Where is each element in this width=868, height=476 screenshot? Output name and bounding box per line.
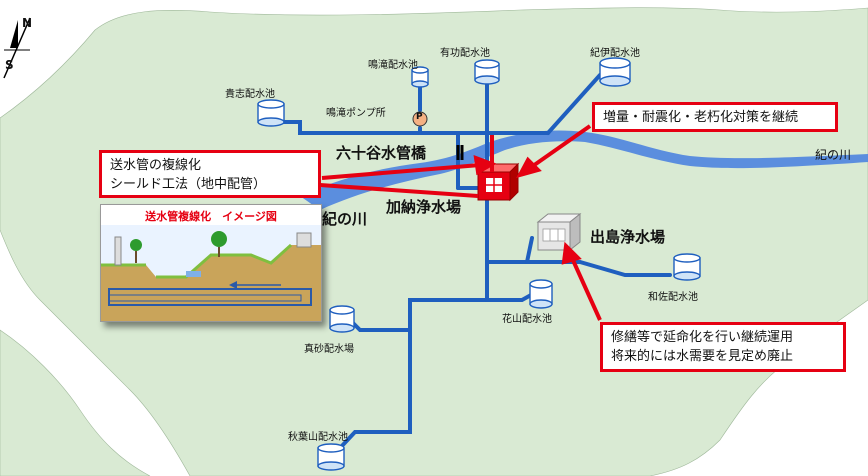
label-river-west: 紀の川 [322,210,368,228]
callout-shield-line1: 送水管の複線化 [110,158,202,173]
label-bridge: 六十谷水管橋 [336,144,427,162]
north-arrow-icon [3,17,31,79]
callout-kano: 増量・耐震化・老朽化対策を継続 [592,102,838,132]
pump-station-icon [412,111,428,127]
north-label: N [22,16,33,30]
inset-title: 送水管複線化 イメージ図 [145,210,277,223]
label-kano-plant: 加納浄水場 [386,198,462,216]
tank-hanayama [529,279,553,309]
tank-akibayama [317,443,345,471]
tank-narutaki [411,66,429,88]
callout-arrows [319,124,602,321]
inset-diagram [101,225,321,321]
land-area-lower [0,329,151,476]
tank-kishi [257,99,285,127]
label-masago: 真砂配水場 [304,344,354,355]
tank-wasa [673,253,701,281]
label-kii: 紀伊配水池 [590,48,640,59]
label-hanayama: 花山配水池 [502,314,552,325]
tank-arimoto [474,59,500,85]
label-kishi: 貴志配水池 [225,89,275,100]
label-wasa: 和佐配水池 [648,292,698,303]
callout-shield: 送水管の複線化 シールド工法（地中配管） [99,150,321,198]
label-dejima-plant: 出島浄水場 [590,228,666,246]
inset-cross-section: 送水管複線化 イメージ図 [100,204,322,322]
callout-dejima: 修繕等で延命化を行い継続運用 将来的には水需要を見定め廃止 [600,322,846,372]
callout-dejima-line1: 修繕等で延命化を行い継続運用 [611,330,794,345]
tank-masago [329,305,355,333]
tank-kii [599,57,631,87]
pump-symbol: P [416,112,423,122]
label-arimoto: 有功配水池 [440,48,490,59]
callout-shield-line2: シールド工法（地中配管） [110,177,267,192]
pipe-network [273,73,672,450]
callout-dejima-line2: 将来的には水需要を見定め廃止 [611,349,794,364]
label-narutaki-pump: 鳴滝ポンプ所 [326,108,386,119]
dejima-plant-icon [536,212,582,252]
label-narutaki-tank: 鳴滝配水池 [368,60,418,71]
label-akibayama: 秋葉山配水池 [288,432,348,443]
south-label: S [5,58,14,72]
label-river-east: 紀の川 [815,148,852,162]
callout-kano-text: 増量・耐震化・老朽化対策を継続 [603,110,799,125]
